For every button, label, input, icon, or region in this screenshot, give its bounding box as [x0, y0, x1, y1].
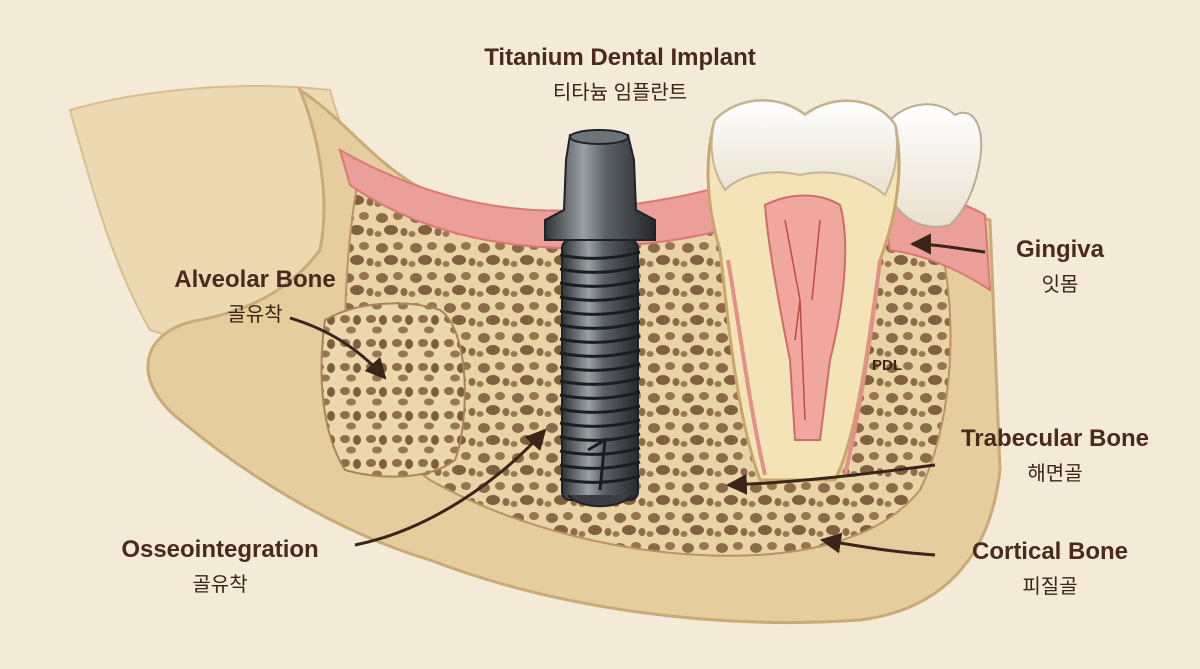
- implant-thread: [559, 376, 641, 386]
- callout-arrows: [289, 233, 986, 557]
- pdl-label: PDL: [872, 357, 902, 374]
- arrow-osseo: [354, 428, 547, 547]
- alveolar-label-ko: 골유착: [227, 304, 283, 326]
- implant-thread: [559, 348, 641, 358]
- implant-thread: [559, 390, 641, 400]
- trabecular-label-ko: 해면골: [1027, 463, 1083, 485]
- trabecular-label: Trabecular Bone 해면골: [940, 425, 1170, 486]
- implant-thread: [559, 250, 641, 260]
- trabecular-label-en: Trabecular Bone: [960, 425, 1150, 452]
- alveolar-bone-block: [320, 302, 466, 478]
- alveolar-label: Alveolar Bone 골유착: [140, 266, 370, 327]
- arrow-cortical: [819, 532, 936, 557]
- implant-thread: [559, 306, 641, 316]
- arrow-gingiva: [909, 233, 986, 255]
- arrow-trabecular: [725, 463, 936, 495]
- osseo-label: Osseointegration 골유착: [90, 536, 350, 597]
- implant-thread: [559, 292, 641, 302]
- implant-thread: [559, 362, 641, 372]
- gingiva-label: Gingiva 잇몸: [990, 236, 1130, 297]
- titanium-implant-icon: [544, 129, 656, 508]
- implant-thread: [559, 460, 641, 470]
- implant-thread: [559, 446, 641, 456]
- implant-label-en: Titanium Dental Implant: [484, 44, 756, 71]
- implant-thread: [559, 278, 641, 288]
- implant-thread: [559, 404, 641, 414]
- implant-label-ko: 티타늄 임플란트: [552, 82, 688, 104]
- osseo-label-en: Osseointegration: [121, 536, 319, 563]
- natural-tooth-icon: [706, 99, 901, 482]
- implant-label: Titanium Dental Implant 티타늄 임플란트: [430, 44, 810, 105]
- implant-thread: [559, 334, 641, 344]
- implant-thread: [559, 418, 641, 428]
- alveolar-label-en: Alveolar Bone: [174, 266, 336, 293]
- cortical-label-en: Cortical Bone: [971, 538, 1129, 565]
- cortical-label-ko: 피질골: [1022, 576, 1078, 598]
- cortical-label: Cortical Bone 피질골: [945, 538, 1155, 599]
- osseo-label-ko: 골유착: [192, 574, 248, 596]
- implant-thread: [559, 320, 641, 330]
- implant-thread: [559, 432, 641, 442]
- arrow-alveolar: [289, 316, 387, 380]
- implant-thread: [559, 264, 641, 274]
- gingiva-label-ko: 잇몸: [1041, 274, 1079, 296]
- gingiva-label-en: Gingiva: [1015, 236, 1105, 263]
